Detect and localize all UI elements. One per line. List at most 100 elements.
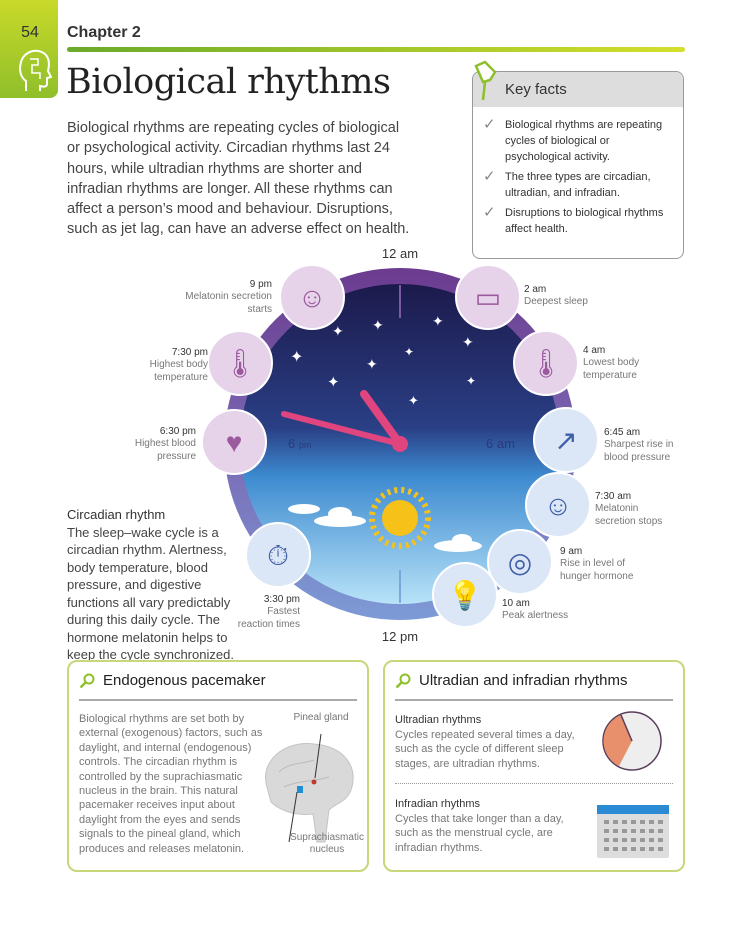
- ultradian-text: Cycles repeated several times a day, suc…: [395, 729, 575, 770]
- heart-icon: ♥: [226, 427, 243, 458]
- stopwatch-event-badge: ⏱: [245, 522, 311, 588]
- svg-text:✦: ✦: [404, 345, 414, 359]
- circadian-clock: ✦✦✦ ✦✦✦ ✦✦✦✦ 12 am 12 pm 6 pm 6 am ☺▭🌡🌡♥…: [201, 246, 599, 644]
- event-time: 4 am: [583, 345, 606, 356]
- bed-event-badge: ▭: [455, 264, 521, 330]
- label-12pm: 12 pm: [382, 629, 418, 644]
- calendar-day: [613, 820, 618, 824]
- check-icon: ✓: [483, 116, 496, 133]
- calendar-day: [604, 838, 609, 842]
- key-fact-item: ✓The three types are circadian, ultradia…: [483, 169, 673, 201]
- calendar-day: [631, 820, 636, 824]
- calendar-day: [640, 838, 645, 842]
- event-desc: Melatonin secretion starts: [185, 291, 272, 315]
- key-fact-item: ✓Biological rhythms are repeating cycles…: [483, 117, 673, 165]
- divider: [79, 699, 357, 701]
- chapter-tab: [0, 0, 58, 98]
- clock-icon: [602, 711, 662, 771]
- calendar-day: [622, 838, 627, 842]
- head-icon: ☺: [544, 490, 573, 521]
- calendar-day: [640, 820, 645, 824]
- calendar-day: [613, 838, 618, 842]
- plate-icon: ◎: [508, 547, 532, 578]
- svg-text:✦: ✦: [290, 349, 303, 366]
- stopwatch-icon: ⏱: [267, 540, 289, 571]
- rising-arrow-icon: ↗: [554, 425, 577, 456]
- event-time: 6:30 pm: [159, 426, 196, 437]
- calendar-day: [631, 829, 636, 833]
- event-desc: Rise in level of hunger hormone: [560, 558, 634, 582]
- event-time: 7:30 pm: [171, 347, 208, 358]
- lightbulb-icon: 💡: [448, 579, 483, 612]
- calendar-day: [649, 838, 654, 842]
- thermometer-event-badge: 🌡: [207, 330, 273, 396]
- calendar-day: [658, 820, 663, 824]
- pineal-marker: [311, 779, 317, 785]
- label-6pm: 6 pm: [288, 436, 311, 451]
- magnifier-icon: [395, 673, 411, 688]
- circadian-heading: Circadian rhythm: [67, 507, 166, 522]
- calendar-day: [604, 820, 609, 824]
- box-title: Endogenous pacemaker: [103, 672, 266, 689]
- event-desc: Lowest body temperature: [583, 357, 640, 381]
- svg-text:✦: ✦: [462, 334, 474, 350]
- stars: ✦✦✦ ✦✦✦ ✦✦✦✦: [290, 313, 476, 408]
- calendar-day: [622, 829, 627, 833]
- intro-paragraph: Biological rhythms are repeating cycles …: [67, 120, 410, 238]
- event-desc: Highest blood pressure: [134, 438, 196, 462]
- divider: [395, 699, 673, 701]
- check-icon: ✓: [483, 204, 496, 221]
- calendar-icon: [597, 805, 669, 858]
- heart-event-badge: ♥: [201, 409, 267, 475]
- thermometer-icon: 🌡: [222, 348, 258, 379]
- calendar-day: [613, 829, 618, 833]
- box-header: Endogenous pacemaker: [79, 672, 266, 689]
- clock-center: [392, 436, 408, 452]
- key-fact-item: ✓Disruptions to biological rhythms affec…: [483, 205, 673, 237]
- svg-text:✦: ✦: [432, 313, 444, 329]
- label-6am: 6 am: [486, 436, 515, 451]
- rising-arrow-event-badge: ↗: [533, 407, 599, 473]
- calendar-day: [658, 838, 663, 842]
- circadian-text: The sleep–wake cycle is a circadian rhyt…: [67, 524, 234, 663]
- endogenous-pacemaker-box: Endogenous pacemaker Biological rhythms …: [67, 660, 369, 872]
- check-icon: ✓: [483, 168, 496, 185]
- minute-hand: [281, 411, 403, 447]
- lightbulb-event-badge: 💡: [432, 562, 498, 628]
- event-time: 2 am: [524, 284, 547, 295]
- event-desc: Deepest sleep: [524, 296, 588, 308]
- calendar-day: [649, 847, 654, 851]
- svg-text:✦: ✦: [372, 317, 384, 333]
- calendar-day: [613, 847, 618, 851]
- calendar-day: [604, 829, 609, 833]
- calendar-day: [649, 820, 654, 824]
- scn-label: Suprachiasmatic nucleus: [290, 832, 364, 855]
- svg-text:✦: ✦: [327, 374, 340, 391]
- event-time: 10 am: [502, 598, 530, 609]
- puzzle-head-icon: [19, 49, 52, 91]
- clouds: [288, 504, 482, 552]
- event-desc: Sharpest rise in blood pressure: [604, 439, 674, 463]
- page-number: 54: [21, 24, 39, 41]
- scn-marker: [297, 786, 303, 793]
- svg-text:✦: ✦: [408, 393, 419, 408]
- page-title: Biological rhythms: [66, 62, 391, 102]
- head-event-badge: ☺: [525, 472, 591, 538]
- pineal-label: Pineal gland: [293, 712, 349, 723]
- pushpin-icon: [474, 60, 497, 101]
- head-icon: ☺: [298, 282, 327, 313]
- key-facts-box: Key facts ✓Biological rhythms are repeat…: [472, 71, 684, 259]
- dotted-divider: [395, 783, 673, 784]
- thermometer-icon: 🌡: [528, 348, 564, 379]
- event-desc: Melatonin secretion stops: [595, 503, 663, 527]
- sun: [369, 487, 431, 549]
- box-header: Ultradian and infradian rhythms: [395, 672, 627, 689]
